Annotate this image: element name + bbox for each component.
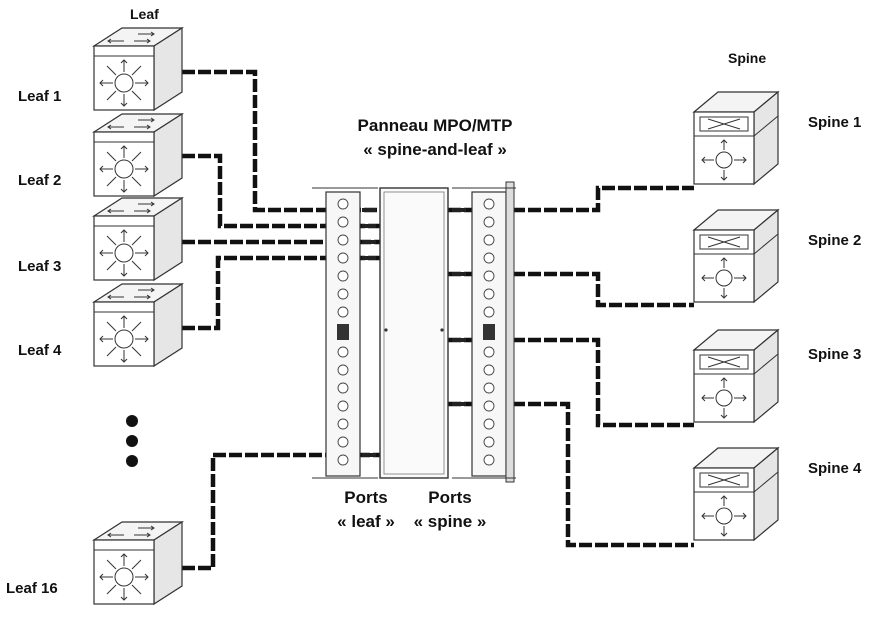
cable-leaf2 [182,153,380,229]
leaf-group-label: Leaf [130,6,159,22]
panel-title-line2: « spine-and-leaf » [363,140,507,159]
cable-spine1 [448,185,694,213]
panel-title-line1: Panneau MPO/MTP [357,116,513,135]
spine-label: Spine 4 [808,460,862,477]
spine-label: Spine 2 [808,232,862,249]
spine-switch-icon [693,209,779,303]
leaf-switch-icon [93,197,183,281]
mpo-mtp-panel [312,181,516,483]
cable-spine3 [448,337,694,428]
leaf-label: Leaf 1 [18,88,62,105]
ports-leaf-line2: « leaf » [337,512,395,531]
cable-leaf4 [182,255,380,331]
leaf-label: Leaf 2 [18,172,62,189]
spine-group-label: Spine [728,50,767,66]
spine-label: Spine 3 [808,346,862,363]
spine-switch-icon [693,447,779,541]
ports-spine-line1: Ports [428,488,472,507]
ports-leaf-line1: Ports [344,488,388,507]
ports-spine-line2: « spine » [413,512,487,531]
cable-leaf16 [182,452,380,571]
leaf-switch-icon [93,521,183,605]
cable-leaf1 [182,69,380,213]
cable-group [182,69,694,571]
spine-switch-icon [693,329,779,423]
leaf-switch-icon [93,27,183,111]
leaf-label: Leaf 16 [6,580,58,597]
vertical-ellipsis-icon [126,415,138,467]
leaf-switch-icon [93,283,183,367]
spine-label: Spine 1 [808,114,862,131]
cable-spine2 [448,271,694,308]
leaf-label: Leaf 3 [18,258,62,275]
leaf-label: Leaf 4 [18,342,62,359]
leaf-switch-icon [93,113,183,197]
spine-switch-icon [693,91,779,185]
